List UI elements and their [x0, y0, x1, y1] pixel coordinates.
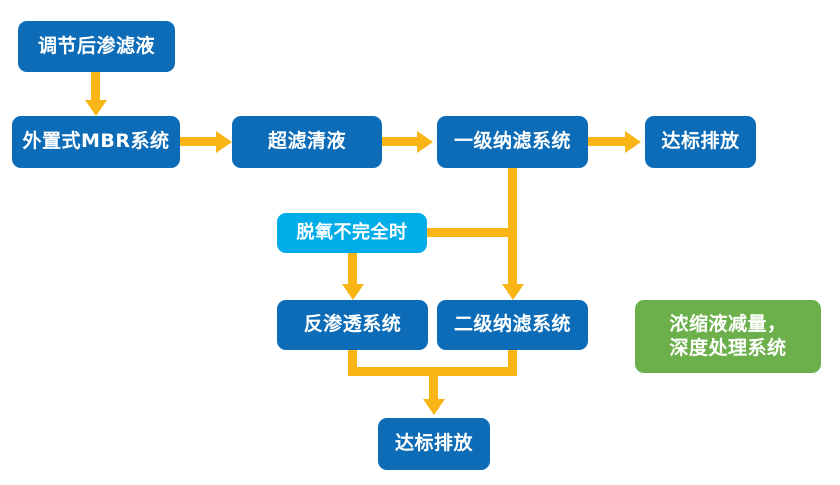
node-label: 达标排放 — [394, 432, 473, 455]
node-compliant-discharge-bottom[interactable]: 达标排放 — [378, 418, 490, 470]
connector-nf2-down-stub — [508, 350, 517, 376]
arrowhead-adjusted-leachate-to-mbr — [85, 100, 107, 116]
arrowhead-deoxy-to-ro — [342, 284, 364, 300]
node-label: 反渗透系统 — [303, 313, 402, 336]
connector-nf1-to-discharge-top — [588, 137, 627, 146]
node-label: 超滤清液 — [267, 130, 346, 153]
node-second-stage-nanofiltration-system[interactable]: 二级纳滤系统 — [437, 300, 588, 350]
arrowhead-nf1-to-nf2 — [502, 284, 524, 300]
connector-ro-down-stub — [348, 350, 357, 376]
arrowhead-nf1-to-discharge-top — [625, 131, 641, 153]
node-external-mbr-system[interactable]: 外置式MBR系统 — [12, 116, 180, 168]
node-label: 调节后渗滤液 — [37, 34, 155, 57]
node-first-stage-nanofiltration-system[interactable]: 一级纳滤系统 — [437, 116, 588, 168]
arrowhead-ultrafiltrate-to-nf1 — [417, 131, 433, 153]
node-compliant-discharge-top[interactable]: 达标排放 — [645, 116, 756, 168]
node-label-line-2: 深度处理系统 — [669, 336, 787, 359]
node-reverse-osmosis-system[interactable]: 反渗透系统 — [277, 300, 428, 350]
node-label-line-1: 浓缩液减量， — [669, 312, 787, 335]
arrowhead-mbr-to-ultrafiltrate — [216, 131, 232, 153]
connector-deoxy-branch-to-nf2-trunk — [427, 228, 512, 237]
node-label: 二级纳滤系统 — [453, 313, 571, 336]
connector-nf1-to-nf2 — [508, 168, 517, 286]
arrowhead-merge-to-discharge-bottom — [423, 399, 445, 415]
node-label: 达标排放 — [661, 130, 740, 153]
connector-mbr-to-ultrafiltrate — [180, 137, 218, 146]
node-incomplete-deoxygenation-condition[interactable]: 脱氧不完全时 — [277, 213, 427, 253]
connector-ultrafiltrate-to-nf1 — [382, 137, 419, 146]
connector-merge-to-discharge-bottom — [429, 367, 438, 401]
connector-deoxy-to-ro — [348, 253, 357, 286]
node-concentrate-reduction-advanced-treatment[interactable]: 浓缩液减量， 深度处理系统 — [635, 300, 821, 373]
node-adjusted-leachate[interactable]: 调节后渗滤液 — [18, 21, 175, 72]
node-label: 一级纳滤系统 — [453, 130, 571, 153]
node-label: 脱氧不完全时 — [296, 221, 408, 243]
node-ultrafiltration-clear-liquid[interactable]: 超滤清液 — [232, 116, 382, 168]
node-label: 外置式MBR系统 — [22, 130, 170, 153]
connector-adjusted-leachate-to-mbr — [91, 72, 100, 102]
